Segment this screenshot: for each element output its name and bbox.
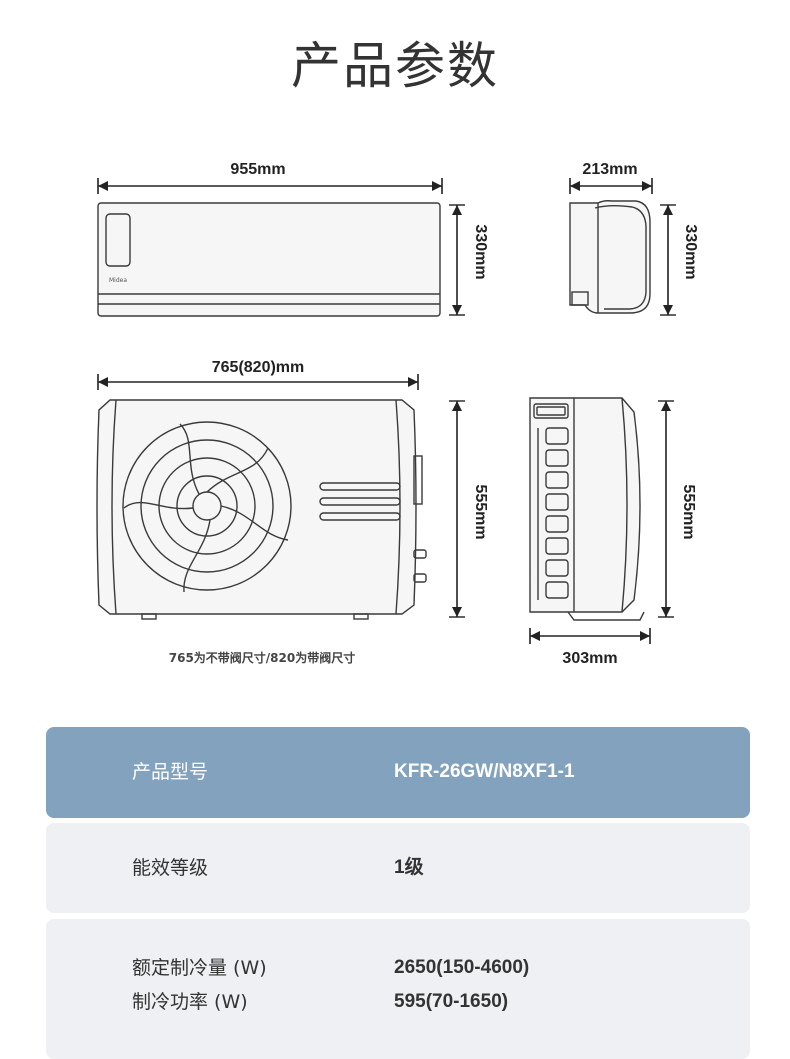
spec-label-text: 产品型号 (132, 761, 209, 783)
indoor-side-height-label: 330mm (682, 224, 699, 279)
outdoor-valve-icon (413, 549, 427, 583)
indoor-side-view (569, 178, 676, 316)
page-title: 产品参数 (291, 37, 499, 95)
outdoor-vent-slots-icon (319, 482, 401, 521)
spec-value-text: 2650(150-4600) (394, 957, 530, 978)
spec-value-cooling: 2650(150-4600) 595(70-1650) (394, 951, 529, 1019)
outdoor-valve-note: 765为不带阀尺寸/820为带阀尺寸 (169, 650, 355, 665)
indoor-side-body (569, 200, 651, 314)
outdoor-fan-grille-icon (122, 421, 292, 593)
dimension-drawing: Midea 955mm 330mm 213mm 330mm (96, 161, 699, 667)
indoor-height-label: 330mm (472, 224, 489, 279)
spec-label-text: 额定制冷量 (W) (132, 957, 267, 979)
spec-value-energy-grade: 1级 (394, 851, 424, 885)
spec-label-energy-grade: 能效等级 (132, 851, 208, 885)
outdoor-side-fins-icon (537, 427, 569, 600)
indoor-unit-body (97, 202, 441, 317)
outdoor-width-label: 765(820)mm (212, 359, 305, 376)
outdoor-side-view (529, 397, 674, 644)
outdoor-front-view (96, 374, 465, 620)
spec-row-cooling: 额定制冷量 (W) 制冷功率 (W) 2650(150-4600) 595(70… (46, 919, 750, 1059)
outdoor-depth-label: 303mm (562, 650, 617, 667)
spec-row-model: 产品型号 KFR-26GW/N8XF1-1 (46, 727, 750, 818)
indoor-front-view: Midea (97, 178, 465, 317)
outdoor-side-body (529, 397, 641, 613)
outdoor-height-label: 555mm (472, 484, 489, 539)
spec-label-text: 能效等级 (132, 857, 209, 879)
spec-value-text: 1级 (394, 857, 424, 878)
outdoor-unit-body (96, 399, 417, 615)
indoor-depth-label: 213mm (582, 161, 637, 178)
spec-label-cooling: 额定制冷量 (W) 制冷功率 (W) (132, 951, 267, 1019)
indoor-display-panel (105, 213, 131, 267)
spec-label-text: 制冷功率 (W) (132, 991, 248, 1013)
spec-value-text: KFR-26GW/N8XF1-1 (394, 761, 575, 782)
spec-value-model: KFR-26GW/N8XF1-1 (394, 755, 575, 789)
outdoor-side-height-label: 555mm (680, 484, 697, 539)
spec-value-text: 595(70-1650) (394, 991, 509, 1012)
spec-label-model: 产品型号 (132, 755, 208, 789)
spec-row-energy-grade: 能效等级 1级 (46, 823, 750, 913)
indoor-brand-mark: Midea (109, 277, 127, 284)
indoor-width-label: 955mm (230, 161, 285, 178)
